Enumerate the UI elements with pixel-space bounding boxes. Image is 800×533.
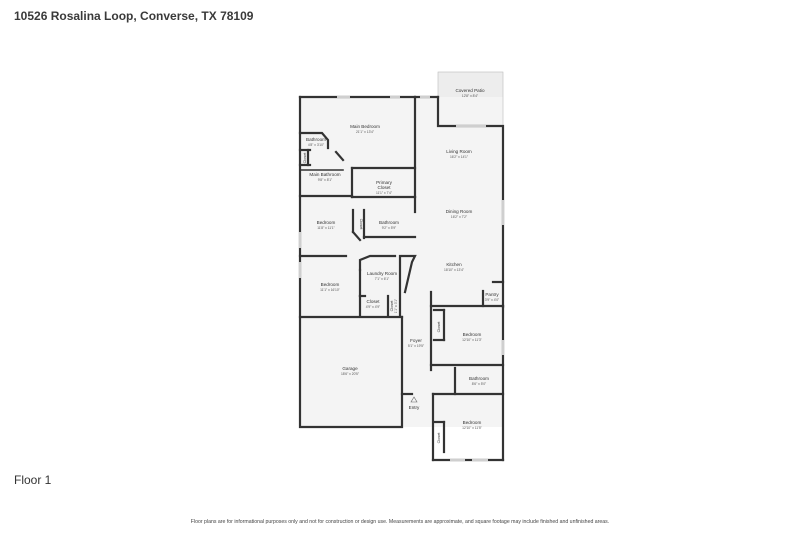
- room-label-bedroom-5: Bedroom: [463, 420, 482, 425]
- svg-text:12'10" x 11'3": 12'10" x 11'3": [462, 338, 482, 342]
- floor-label: Floor 1: [14, 473, 52, 487]
- svg-text:4'8" x 3'10": 4'8" x 3'10": [308, 143, 325, 147]
- room-label-closet: Closet: [359, 219, 363, 231]
- svg-text:12'10" x 11'5": 12'10" x 11'5": [462, 426, 482, 430]
- svg-text:8'6" x 5'0": 8'6" x 5'0": [472, 382, 487, 386]
- svg-text:Closet: Closet: [377, 185, 391, 190]
- room-label-pantry: Pantry: [485, 292, 499, 297]
- room-label-primary-closet: Primary: [376, 180, 393, 185]
- room-label-bedroom-3: Bedroom: [321, 282, 340, 287]
- svg-text:4'9" x 4'9": 4'9" x 4'9": [366, 305, 381, 309]
- svg-text:18'6" x 20'5": 18'6" x 20'5": [341, 372, 360, 376]
- entry-arrow-icon: [410, 396, 418, 403]
- svg-text:18'10" x 13'4": 18'10" x 13'4": [444, 268, 465, 272]
- room-label-bathroom-2: Bathroom: [379, 220, 399, 225]
- room-labels: Covered Patio 12'8" x 8'4" Main Bedroom …: [303, 88, 500, 443]
- svg-text:11'1" x 16'10": 11'1" x 16'10": [320, 288, 340, 292]
- room-label-closet-bed4: Closet: [437, 321, 441, 333]
- room-label-bathroom-3: Bathroom: [469, 376, 489, 381]
- room-label-bedroom: Bedroom: [317, 220, 336, 225]
- room-label-main-bedroom: Main Bedroom: [350, 124, 380, 129]
- svg-text:11'8" x 11'1": 11'8" x 11'1": [317, 226, 335, 230]
- disclaimer: Floor plans are for informational purpos…: [190, 519, 610, 525]
- svg-text:7'1" x 6'1": 7'1" x 6'1": [375, 277, 390, 281]
- room-label-closet-narrow: Closet: [390, 300, 394, 312]
- svg-text:16'2" x 14'1": 16'2" x 14'1": [450, 155, 469, 159]
- room-label-closet-bed5: Closet: [437, 432, 441, 444]
- room-label-bedroom-4: Bedroom: [463, 332, 482, 337]
- room-label-foyer: Foyer: [410, 338, 422, 343]
- svg-text:5'1" x 19'5": 5'1" x 19'5": [408, 344, 425, 348]
- svg-text:3'9" x 4'0": 3'9" x 4'0": [485, 298, 500, 302]
- room-label-garage: Garage: [342, 366, 358, 371]
- room-label-bathroom: Bathroom: [306, 137, 326, 142]
- svg-text:9'2" x 5'9": 9'2" x 5'9": [382, 226, 397, 230]
- room-label-dining-room: Dining Room: [446, 209, 473, 214]
- room-label-living-room: Living Room: [446, 149, 472, 154]
- svg-text:9'8" x 8'1": 9'8" x 8'1": [318, 178, 333, 182]
- svg-text:11'1" x 7'4": 11'1" x 7'4": [376, 191, 393, 195]
- svg-text:1'1" x 3'1": 1'1" x 3'1": [394, 298, 398, 313]
- room-label-entry: Entry: [409, 405, 420, 410]
- room-label-laundry-room: Laundry Room: [367, 271, 397, 276]
- svg-text:16'2" x 7'2": 16'2" x 7'2": [451, 215, 468, 219]
- room-label-covered-patio: Covered Patio: [455, 88, 485, 93]
- room-label-closet-hall: Closet: [366, 299, 380, 304]
- room-label-main-bathroom: Main Bathroom: [309, 172, 340, 177]
- windows: [298, 95, 505, 462]
- page-title: 10526 Rosalina Loop, Converse, TX 78109: [14, 9, 254, 23]
- room-label-closet: Closet: [303, 152, 307, 164]
- room-label-kitchen: Kitchen: [446, 262, 462, 267]
- svg-text:12'8" x 8'4": 12'8" x 8'4": [462, 94, 479, 98]
- svg-text:21'1" x 13'4": 21'1" x 13'4": [356, 130, 375, 134]
